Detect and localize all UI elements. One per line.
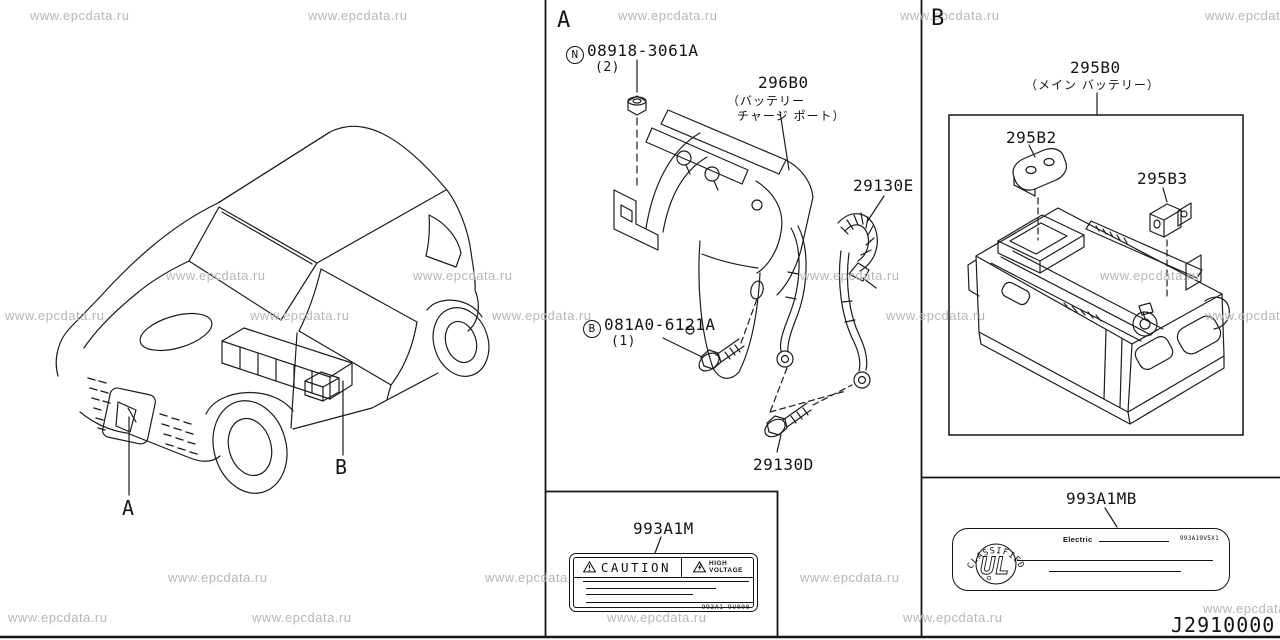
charge-port-illustration [613, 59, 885, 554]
section-a-letter: A [557, 8, 571, 33]
diagram-code: J2910000 [1171, 613, 1276, 637]
watermark: www.epcdata.ru [485, 570, 585, 585]
charge-port-name-line2: チャージ ポート） [737, 109, 846, 123]
warning-triangle-icon [582, 561, 596, 573]
ul-label-code: 993A19V5X1 [1179, 535, 1219, 542]
watermark: www.epcdata.ru [800, 268, 900, 283]
watermark: www.epcdata.ru [900, 8, 1000, 23]
main-battery-name: （メイン バッテリー） [1025, 78, 1160, 92]
high-voltage-text: HIGH VOLTAGE [709, 560, 743, 574]
watermark: www.epcdata.ru [1100, 268, 1200, 283]
watermark: www.epcdata.ru [1203, 601, 1280, 616]
nut-symbol: N [566, 45, 584, 64]
hv-line2: VOLTAGE [709, 567, 743, 574]
clamp-part-number: 29130E [853, 176, 914, 195]
car-callout-a: A [122, 496, 135, 520]
charge-port-name-line1: （バッテリー [727, 94, 806, 108]
watermark: www.epcdata.ru [618, 8, 718, 23]
harness-part-number: 29130D [753, 455, 814, 474]
high-voltage-cell: HIGH VOLTAGE [682, 557, 754, 577]
ul-logo-monogram: UL [981, 552, 1010, 580]
bracket-part-number: 295B2 [1006, 128, 1057, 147]
watermark: www.epcdata.ru [168, 570, 268, 585]
label-text-line [586, 602, 753, 603]
nut-part-number: 08918-3061A [587, 41, 699, 60]
charge-port-part-number: 296B0 [758, 73, 809, 92]
watermark: www.epcdata.ru [413, 268, 513, 283]
ul-logo: CLASSIFIED UL [966, 543, 1025, 585]
caution-label: CAUTION HIGH VOLTAGE 993A1 9V000 [569, 553, 758, 612]
watermark: www.epcdata.ru [1205, 308, 1280, 323]
watermark: www.epcdata.ru [800, 570, 900, 585]
nut-quantity: (2) [595, 60, 620, 75]
caution-label-inner-border [573, 557, 754, 608]
watermark: www.epcdata.ru [250, 308, 350, 323]
watermark: www.epcdata.ru [492, 308, 592, 323]
watermark: www.epcdata.ru [8, 610, 108, 625]
terminal-part-number: 295B3 [1137, 169, 1188, 188]
watermark: www.epcdata.ru [5, 308, 105, 323]
bolt-symbol: B [583, 319, 601, 338]
watermark: www.epcdata.ru [252, 610, 352, 625]
watermark: www.epcdata.ru [607, 610, 707, 625]
watermark: www.epcdata.ru [166, 268, 266, 283]
high-voltage-triangle-icon [693, 561, 707, 573]
ul-label-part-number: 993A1MB [1066, 489, 1137, 508]
section-b-letter: B [931, 6, 945, 31]
watermark: www.epcdata.ru [308, 8, 408, 23]
hv-line1: HIGH [709, 560, 728, 567]
watermark: www.epcdata.ru [30, 8, 130, 23]
caution-title: CAUTION [600, 559, 672, 575]
car-illustration [55, 125, 490, 496]
label-text-line [586, 594, 693, 595]
watermark: www.epcdata.ru [1205, 8, 1280, 23]
label-text-line [1049, 571, 1181, 572]
battery-illustration [967, 92, 1230, 528]
caution-label-code: 993A1 9V000 [701, 603, 750, 611]
watermark: www.epcdata.ru [886, 308, 986, 323]
car-callout-b: B [335, 455, 348, 479]
caution-cell: CAUTION [573, 557, 682, 577]
label-text-line [583, 581, 749, 582]
ul-label-field: Electric [1063, 535, 1093, 544]
ul-classified-label: CLASSIFIED UL Electric 993A19V5X1 [952, 528, 1230, 591]
bolt-quantity: (1) [611, 334, 636, 349]
watermark: www.epcdata.ru [903, 610, 1003, 625]
ul-label-field-line [1099, 541, 1169, 542]
caution-label-part-number: 993A1M [633, 519, 694, 538]
caution-label-header: CAUTION HIGH VOLTAGE [573, 557, 754, 578]
label-text-line [1017, 560, 1213, 561]
bolt-part-number: 081A0-6121A [604, 315, 716, 334]
main-battery-part-number: 295B0 [1070, 58, 1121, 77]
label-text-line [586, 588, 716, 589]
